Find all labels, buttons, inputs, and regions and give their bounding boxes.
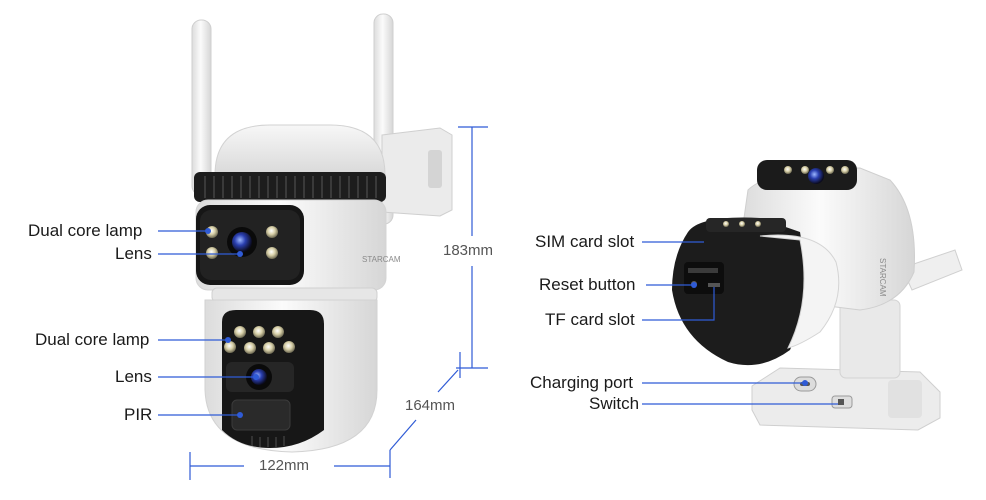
upper-led: [206, 247, 218, 259]
label-switch: Switch: [589, 394, 640, 413]
leader-dot: [691, 282, 697, 288]
left-leader-lines: [158, 230, 256, 416]
label-charging-port: Charging port: [530, 373, 634, 392]
label-tf-card-slot: TF card slot: [545, 310, 635, 329]
upper-led: [266, 226, 278, 238]
label-lens-top: Lens: [115, 244, 152, 263]
leader-dot: [237, 251, 243, 257]
left-camera: STARCAM: [191, 13, 453, 453]
brand-logo-right: STARCAM: [878, 258, 887, 297]
right-leader-lines: [642, 241, 838, 405]
lower-led: [263, 342, 275, 354]
right-lower-dome: [672, 217, 805, 366]
lower-led: [224, 341, 236, 353]
top-housing: [214, 124, 386, 176]
label-pir: PIR: [124, 405, 153, 424]
leader-dot: [225, 337, 231, 343]
brand-logo-left: STARCAM: [362, 255, 401, 264]
leader-dot: [802, 380, 808, 386]
lower-led: [244, 342, 256, 354]
tf-card-slot: [708, 283, 720, 287]
leader-dot: [205, 228, 211, 234]
leader-dot: [237, 412, 243, 418]
lower-led: [272, 326, 284, 338]
lower-led: [234, 326, 246, 338]
dimension-lines: [189, 126, 488, 480]
label-sim-card-slot: SIM card slot: [535, 232, 635, 251]
upper-led: [266, 247, 278, 259]
lower-led: [283, 341, 295, 353]
sim-slot: [688, 268, 718, 273]
slot-plate: [684, 262, 724, 294]
dimension-height: 183mm: [443, 242, 494, 259]
right-camera: STARCAM: [672, 160, 963, 431]
dimension-depth: 164mm: [405, 397, 456, 414]
antenna-left: [191, 19, 212, 196]
lower-led: [253, 326, 265, 338]
dimension-width: 122mm: [259, 457, 310, 474]
leader-dot: [253, 374, 259, 380]
label-dual-core-lamp-bottom: Dual core lamp: [35, 330, 150, 349]
label-lens-bottom: Lens: [115, 367, 152, 386]
label-dual-core-lamp-top: Dual core lamp: [28, 221, 143, 240]
label-reset-button: Reset button: [539, 275, 636, 294]
leader-tf-card-slot: [642, 287, 715, 321]
